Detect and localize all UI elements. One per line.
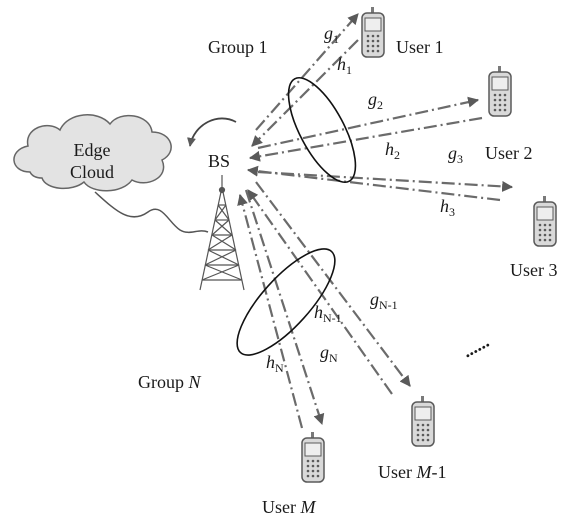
userM1-phone-icon (411, 395, 435, 447)
edge-cloud-label-line1: Edge (74, 140, 111, 160)
link-hN1 (247, 189, 393, 395)
groupN-ellipse (236, 248, 336, 356)
channel-h1: h1 (337, 54, 352, 77)
user2-label: User 2 (485, 143, 533, 163)
userM1-label-prefix: User (378, 462, 417, 482)
bs-tower (199, 175, 245, 291)
link-gN1 (255, 181, 411, 387)
groupN-label-prefix: Group (138, 372, 189, 392)
channel-gN1: gN-1 (370, 289, 398, 312)
link-gN (244, 189, 325, 426)
channel-h2: h2 (385, 139, 400, 162)
userM1-label-suffix: -1 (432, 462, 447, 482)
channel-g1: g1 (324, 23, 339, 46)
link-h2 (248, 116, 483, 162)
edge-cloud-label-line2: Cloud (70, 162, 114, 182)
link-g1 (255, 13, 359, 131)
edge-cloud: Edge Cloud (13, 114, 172, 192)
user1-label: User 1 (396, 37, 444, 57)
user2-phone-icon (488, 65, 512, 117)
userM1-label: User M-1 (378, 462, 447, 482)
channel-hN1: hN-1 (314, 302, 342, 325)
groupN-label-var: N (188, 372, 202, 392)
link-g3 (257, 170, 514, 192)
userM-phone-icon (301, 431, 325, 483)
link-h1 (251, 39, 359, 147)
userM-label: User M (262, 497, 317, 517)
groupN-label: Group N (138, 372, 202, 392)
link-h3 (246, 165, 501, 202)
channel-g3: g3 (448, 143, 463, 166)
group1-ellipse (287, 76, 357, 184)
user3-label: User 3 (510, 260, 558, 280)
userM-label-prefix: User (262, 497, 301, 517)
channel-gN: gN (320, 342, 338, 365)
offload-arrow (187, 117, 237, 147)
ellipsis-dots: ...... (459, 331, 492, 361)
channel-h3: h3 (440, 196, 455, 219)
bs-label: BS (208, 151, 230, 171)
userM-label-var: M (300, 497, 317, 517)
channel-g2: g2 (368, 89, 383, 112)
channel-hN: hN (266, 352, 284, 375)
backhaul-wire (94, 191, 209, 234)
userM1-label-var: M (416, 462, 433, 482)
link-g2 (257, 96, 480, 150)
user3-phone-icon (533, 195, 557, 247)
link-hN (237, 193, 304, 429)
user1-phone-icon (361, 6, 385, 58)
group1-label: Group 1 (208, 37, 268, 57)
